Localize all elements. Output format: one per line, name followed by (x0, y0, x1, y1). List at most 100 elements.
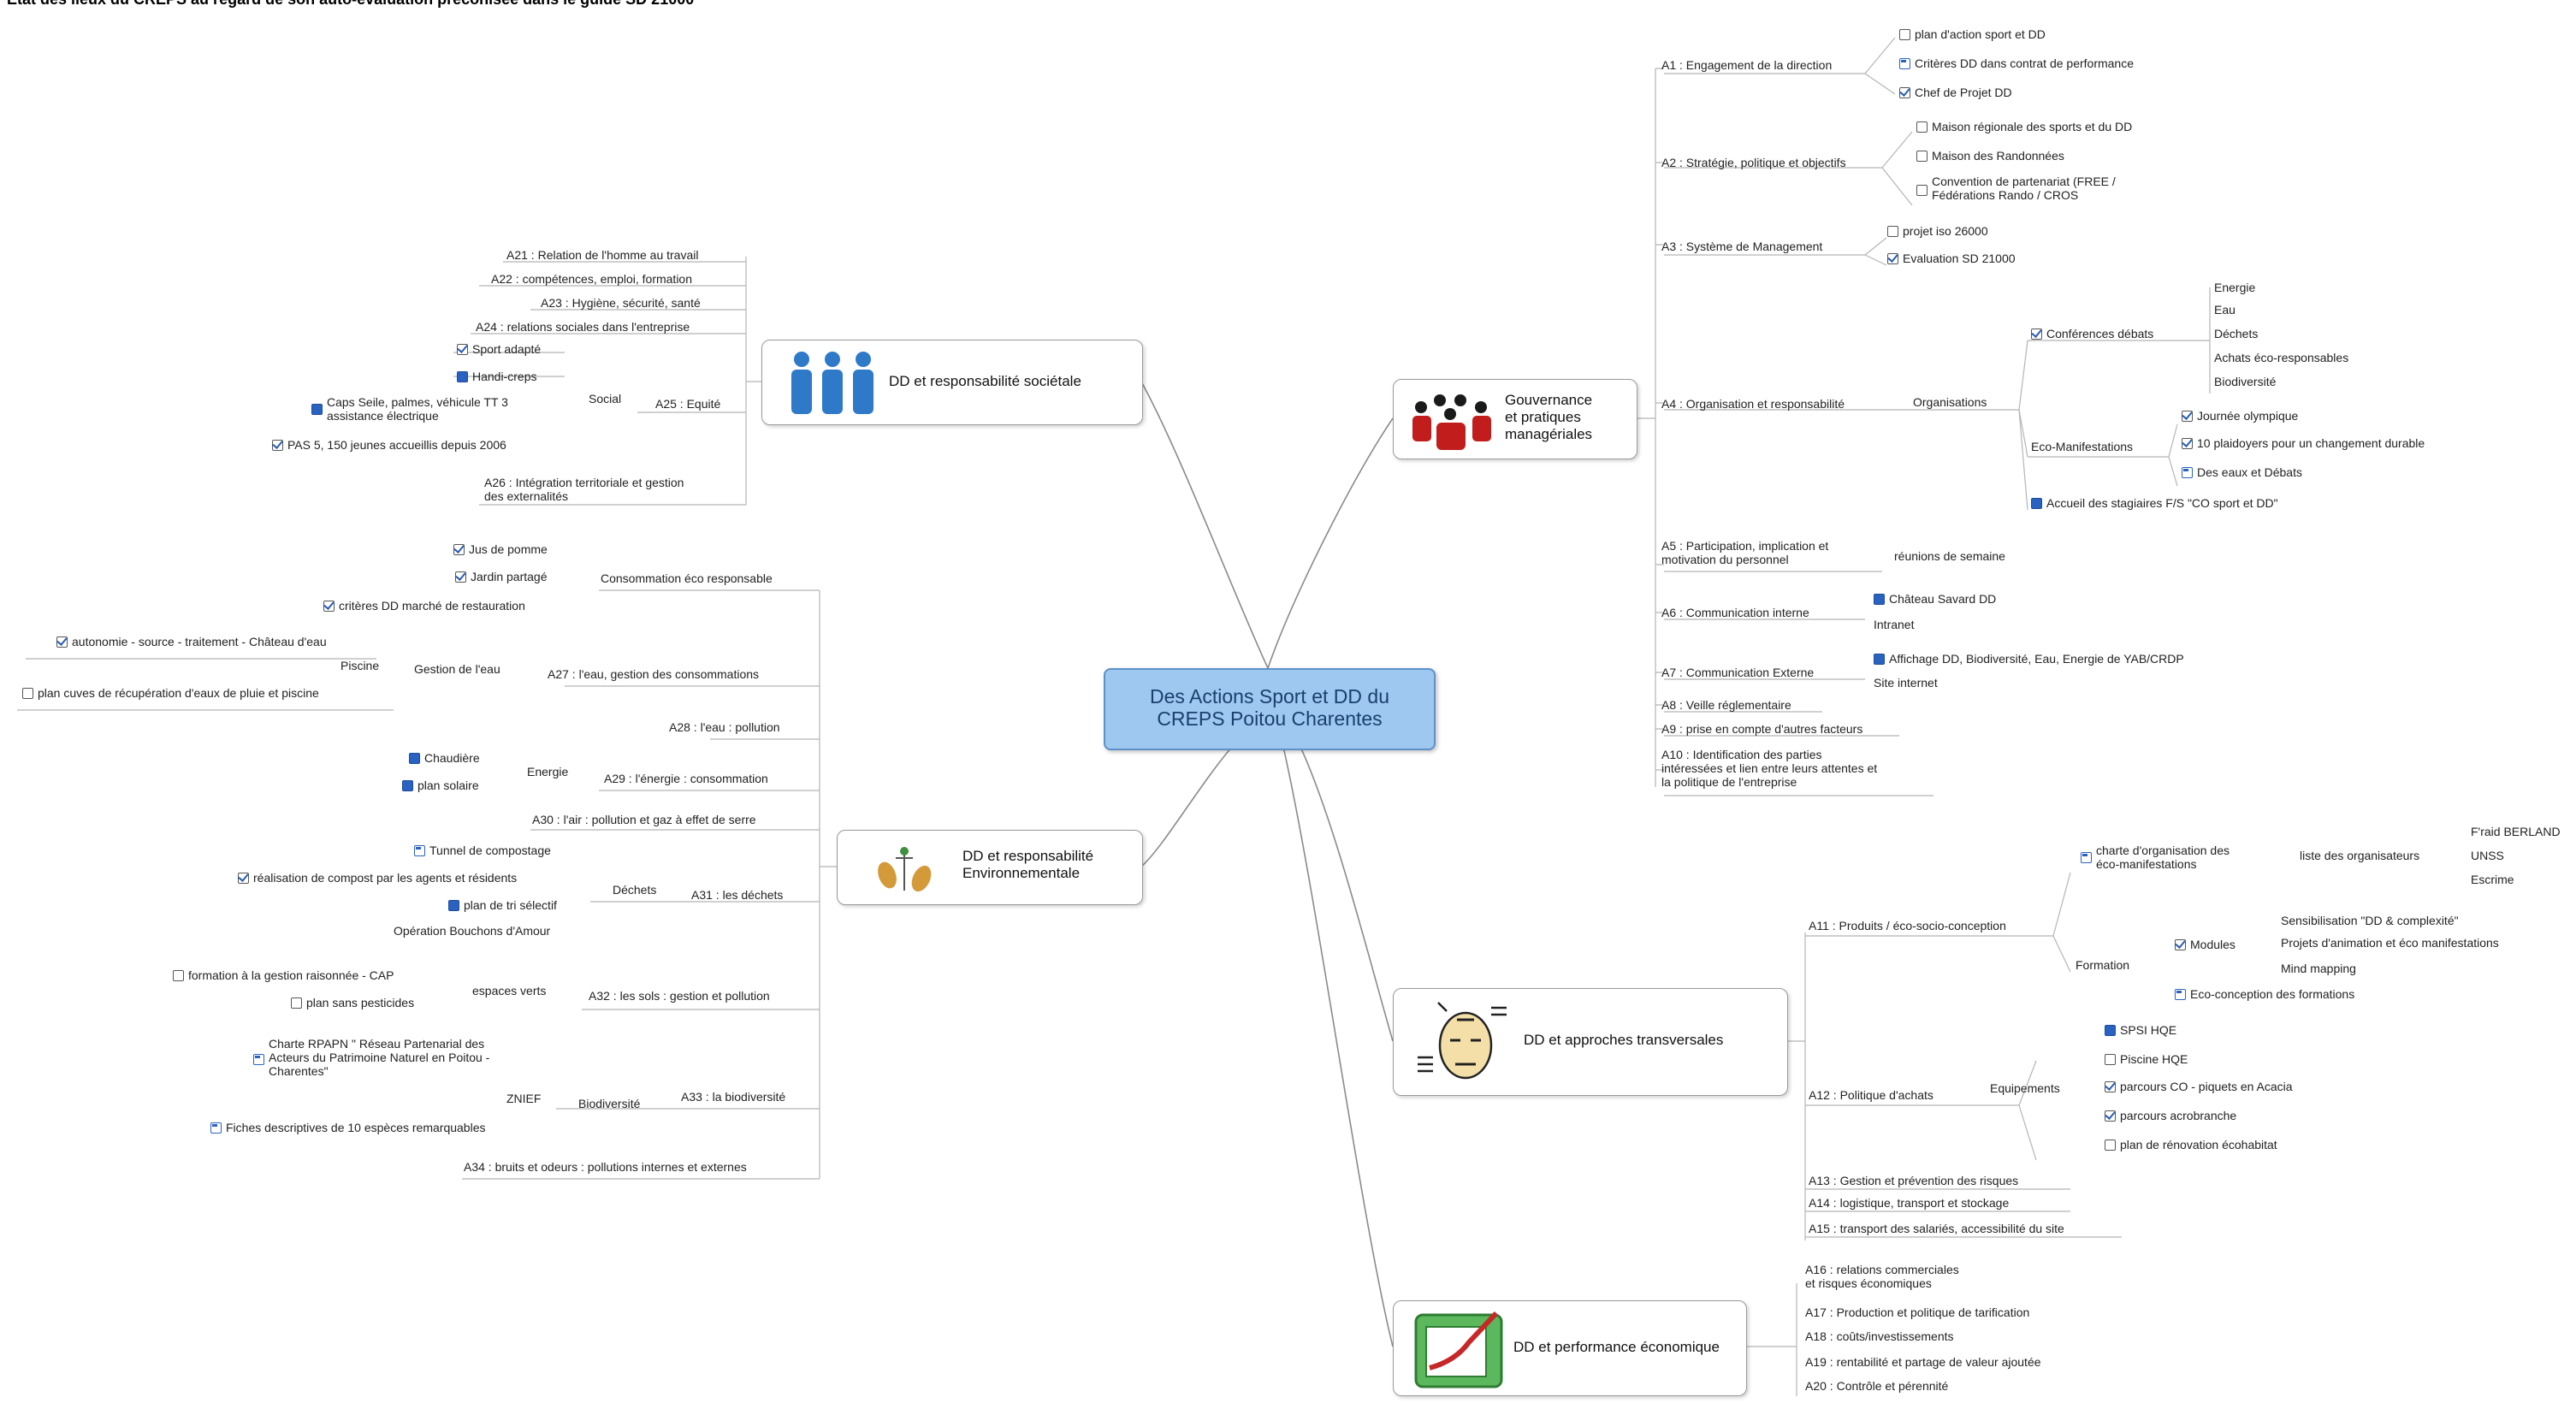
eco-manif-item-1[interactable]: Journée olympique (2182, 409, 2298, 423)
trans-eco-conception[interactable]: Eco-conception des formations (2175, 987, 2354, 1001)
trans-mod-3[interactable]: Mind mapping (2281, 962, 2356, 975)
env-a32[interactable]: A32 : les sols : gestion et pollution (589, 989, 770, 1003)
trans-org-3[interactable]: Escrime (2471, 873, 2514, 886)
env-tunnel[interactable]: Tunnel de compostage (414, 844, 551, 857)
env-a28[interactable]: A28 : l'eau : pollution (669, 720, 780, 734)
gov-accueil[interactable]: Accueil des stagiaires F/S "CO sport et … (2031, 496, 2278, 510)
conf-item-4[interactable]: Achats éco-responsables (2214, 351, 2349, 364)
gov-a4[interactable]: A4 : Organisation et responsabilité (1661, 397, 1845, 411)
trans-equipements[interactable]: Equipements (1990, 1081, 2060, 1095)
soc-a25[interactable]: A25 : Equité (655, 397, 721, 411)
env-criteres[interactable]: critères DD marché de restauration (323, 599, 525, 613)
env-autonomie[interactable]: autonomie - source - traitement - Châtea… (56, 635, 327, 648)
trans-equip-4[interactable]: parcours acrobranche (2105, 1109, 2236, 1122)
env-piscine[interactable]: Piscine (341, 659, 380, 672)
env-energie[interactable]: Energie (527, 765, 569, 778)
conf-item-5[interactable]: Biodiversité (2214, 375, 2277, 388)
conf-item-1[interactable]: Energie (2214, 281, 2256, 294)
gov-a5-item[interactable]: réunions de semaine (1894, 549, 2005, 563)
trans-equip-1[interactable]: SPSI HQE (2105, 1023, 2176, 1037)
env-a27[interactable]: A27 : l'eau, gestion des consommations (548, 667, 760, 681)
env-plan-cuves[interactable]: plan cuves de récupération d'eaux de plu… (22, 686, 319, 700)
soc-a24[interactable]: A24 : relations sociales dans l'entrepri… (476, 320, 690, 334)
gov-a6-item-2[interactable]: Intranet (1874, 618, 1915, 631)
trans-equip-2[interactable]: Piscine HQE (2105, 1052, 2188, 1066)
soc-a23[interactable]: A23 : Hygiène, sécurité, santé (541, 296, 701, 310)
soc-sport-adapte[interactable]: Sport adapté (457, 342, 541, 356)
gov-a3-item-2[interactable]: Evaluation SD 21000 (1887, 252, 2016, 265)
env-tri[interactable]: plan de tri sélectif (448, 898, 557, 912)
gov-a3-item-1[interactable]: projet iso 26000 (1887, 224, 1988, 238)
trans-formation[interactable]: Formation (2076, 958, 2130, 972)
trans-a11[interactable]: A11 : Produits / éco-socio-conception (1809, 919, 2006, 932)
eco-a19[interactable]: A19 : rentabilité et partage de valeur a… (1805, 1355, 2041, 1369)
gov-a6[interactable]: A6 : Communication interne (1661, 606, 1809, 619)
eco-a18[interactable]: A18 : coûts/investissements (1805, 1329, 1954, 1343)
env-bouchons[interactable]: Opération Bouchons d'Amour (394, 924, 551, 938)
gov-a7[interactable]: A7 : Communication Externe (1661, 666, 1815, 679)
soc-a26[interactable]: A26 : Intégration territoriale et gestio… (484, 476, 684, 503)
soc-handi[interactable]: Handi-creps (457, 370, 536, 383)
trans-org-1[interactable]: F'raid BERLAND (2471, 825, 2561, 838)
env-formation[interactable]: formation à la gestion raisonnée - CAP (173, 968, 394, 982)
gov-a9[interactable]: A9 : prise en compte d'autres facteurs (1661, 722, 1863, 736)
gov-a8[interactable]: A8 : Veille réglementaire (1661, 698, 1791, 712)
gov-a2[interactable]: A2 : Stratégie, politique et objectifs (1661, 156, 1846, 169)
trans-modules[interactable]: Modules (2175, 938, 2235, 951)
trans-a13[interactable]: A13 : Gestion et prévention des risques (1809, 1174, 2019, 1187)
gov-a6-item-1[interactable]: Château Savard DD (1874, 592, 1996, 606)
branch-transversales[interactable]: DD et approches transversales (1393, 988, 1788, 1096)
gov-a3[interactable]: A3 : Système de Management (1661, 240, 1823, 253)
gov-a1[interactable]: A1 : Engagement de la direction (1661, 58, 1833, 72)
env-chaudiere[interactable]: Chaudière (409, 751, 480, 765)
trans-org-2[interactable]: UNSS (2471, 849, 2504, 862)
env-realisation[interactable]: réalisation de compost par les agents et… (238, 871, 517, 885)
soc-a22[interactable]: A22 : compétences, emploi, formation (491, 272, 693, 286)
branch-economique[interactable]: DD et performance économique (1393, 1300, 1747, 1396)
env-espaces[interactable]: espaces verts (472, 984, 547, 997)
trans-mod-1[interactable]: Sensibilisation "DD & complexité" (2281, 914, 2459, 927)
env-gestion-eau[interactable]: Gestion de l'eau (414, 662, 500, 676)
gov-a1-item-1[interactable]: plan d'action sport et DD (1899, 27, 2046, 41)
trans-a12[interactable]: A12 : Politique d'achats (1809, 1088, 1933, 1102)
gov-a2-item-2[interactable]: Maison des Randonnées (1916, 149, 2064, 163)
gov-a1-item-3[interactable]: Chef de Projet DD (1899, 86, 2012, 99)
env-plan-solaire[interactable]: plan solaire (402, 778, 479, 792)
soc-social[interactable]: Social (589, 392, 622, 406)
env-a34[interactable]: A34 : bruits et odeurs : pollutions inte… (464, 1160, 747, 1174)
env-jardin[interactable]: Jardin partagé (455, 570, 548, 583)
trans-liste[interactable]: liste des organisateurs (2300, 849, 2420, 862)
trans-mod-2[interactable]: Projets d'animation et éco manifestation… (2281, 936, 2499, 950)
trans-equip-3[interactable]: parcours CO - piquets en Acacia (2105, 1080, 2293, 1093)
gov-a2-item-3[interactable]: Convention de partenariat (FREE /Fédérat… (1916, 175, 2116, 202)
gov-eco-manif[interactable]: Eco-Manifestations (2031, 440, 2134, 453)
eco-a20[interactable]: A20 : Contrôle et pérennité (1805, 1379, 1949, 1393)
trans-a14[interactable]: A14 : logistique, transport et stockage (1809, 1196, 2010, 1210)
gov-a7-item-2[interactable]: Site internet (1874, 676, 1938, 690)
trans-equip-5[interactable]: plan de rénovation écohabitat (2105, 1138, 2277, 1151)
branch-societale[interactable]: DD et responsabilité sociétale (761, 340, 1143, 425)
conf-item-2[interactable]: Eau (2214, 303, 2235, 317)
env-plan-sans[interactable]: plan sans pesticides (291, 996, 414, 1009)
gov-conferences[interactable]: Conférences débats (2031, 327, 2153, 340)
eco-manif-item-2[interactable]: 10 plaidoyers pour un changement durable (2182, 436, 2425, 450)
env-jus[interactable]: Jus de pomme (453, 542, 548, 556)
soc-pas[interactable]: PAS 5, 150 jeunes accueillis depuis 2006 (272, 438, 506, 452)
eco-manif-item-3[interactable]: Des eaux et Débats (2182, 465, 2302, 479)
gov-a7-item-1[interactable]: Affichage DD, Biodiversité, Eau, Energie… (1874, 652, 2184, 666)
env-a31[interactable]: A31 : les déchets (691, 888, 784, 902)
env-a33[interactable]: A33 : la biodiversité (681, 1090, 786, 1104)
soc-a21[interactable]: A21 : Relation de l'homme au travail (506, 248, 699, 262)
trans-a15[interactable]: A15 : transport des salariés, accessibil… (1809, 1222, 2064, 1235)
conf-item-3[interactable]: Déchets (2214, 327, 2259, 340)
env-dechets[interactable]: Déchets (613, 883, 657, 897)
